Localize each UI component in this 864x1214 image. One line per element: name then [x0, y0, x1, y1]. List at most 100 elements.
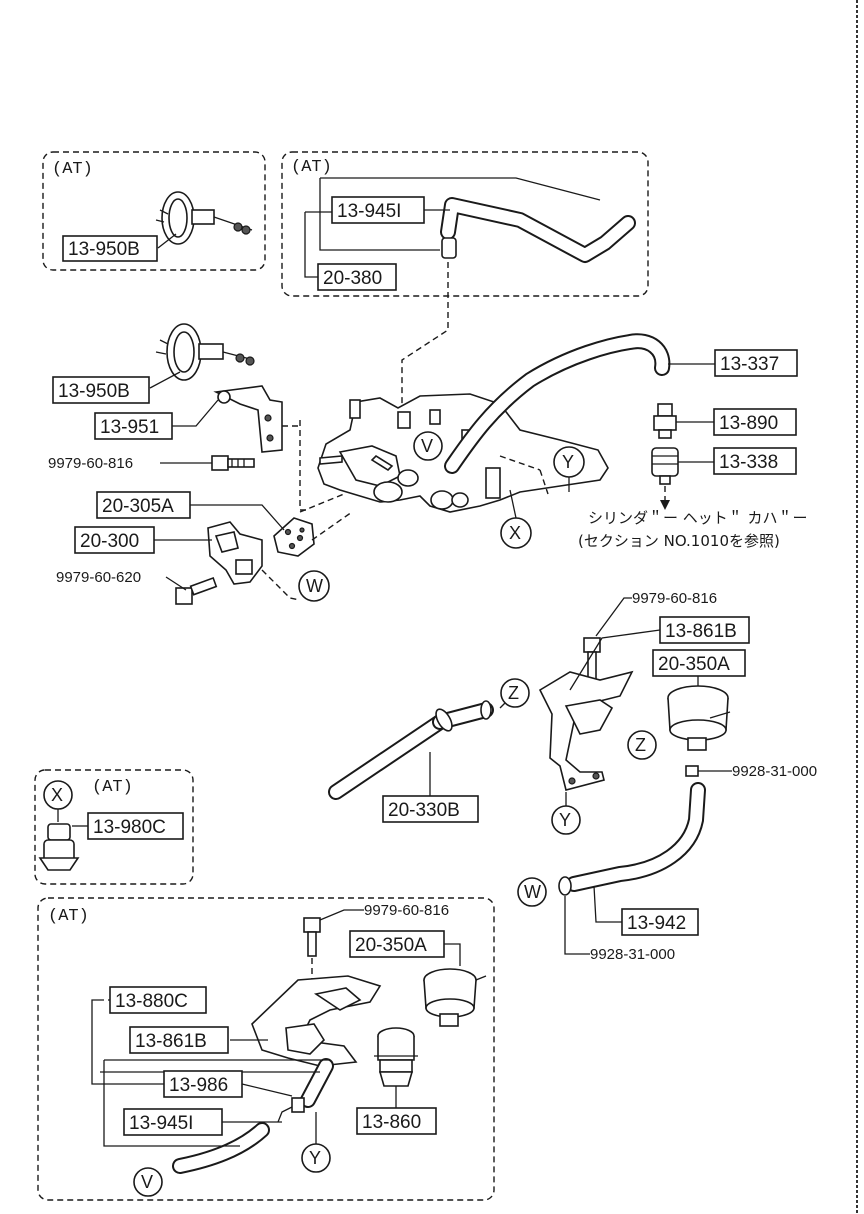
part-label: 13-950B [58, 381, 130, 402]
svg-text:W: W [306, 576, 323, 596]
marker-v: V [413, 431, 443, 461]
part-label: 13-945I [337, 201, 401, 222]
at-frame [34, 769, 194, 885]
egr-valve-icon [207, 521, 263, 585]
part-13-9451-bottom [123, 1108, 223, 1136]
part-label: 13-861B [135, 1031, 207, 1052]
bolt-label: 9979-60-620 [56, 569, 141, 586]
bolt-icon [303, 917, 321, 957]
valve-icon [651, 447, 679, 485]
svg-text:Z: Z [508, 683, 519, 703]
bracket-icon [213, 385, 283, 453]
vacuum-valve-icon [374, 1027, 418, 1087]
part-label: 13-980C [93, 817, 166, 838]
marker-w: W [517, 877, 547, 907]
part-label: 13-860 [362, 1112, 421, 1133]
pipe-group: Z 20-330B [328, 678, 530, 823]
bracket-icon [538, 670, 634, 791]
part-13-950B-at [62, 235, 158, 262]
canister-icon [667, 685, 731, 751]
at-group-vacuum-actuator: (AT) 13-950B [42, 151, 266, 271]
part-20-300 [74, 526, 155, 554]
part-20-380 [317, 263, 397, 291]
bolt-label: 9928-31-000 [732, 763, 817, 780]
gasket-icon [273, 517, 315, 557]
part-label: 13-942 [627, 913, 686, 934]
bracket-icon [251, 975, 382, 1067]
at-frame [42, 151, 266, 271]
part-13-860 [356, 1107, 437, 1135]
svg-text:X: X [509, 523, 521, 543]
bolt-label: 9979-60-816 [632, 590, 717, 607]
part-13-861B-at [129, 1026, 229, 1054]
at-group-valve: (AT) X 13-980C [34, 769, 194, 885]
vacuum-actuator-icon [155, 191, 253, 245]
canister-bracket-group: 9979-60-816 13-861B 20-350A 9928-31-000 [517, 590, 817, 963]
marker-z: Z [627, 730, 657, 760]
svg-text:W: W [524, 882, 541, 902]
at-label: (AT) [52, 160, 93, 179]
main-assembly: 13-950B 13-951 9979-60-816 [48, 323, 808, 605]
part-13-861B [659, 616, 750, 644]
svg-text:Y: Y [559, 810, 571, 830]
part-label: 20-350A [658, 654, 730, 675]
bolt-label: 9979-60-816 [364, 902, 449, 919]
connector-icon [291, 1097, 305, 1113]
part-label: 13-338 [719, 452, 778, 473]
marker-x: X [43, 780, 73, 810]
vacuum-actuator-icon [155, 323, 255, 381]
part-label: 13-880C [115, 991, 188, 1012]
part-label: 13-951 [100, 417, 159, 438]
part-20-350A-at [349, 930, 445, 958]
part-13-980C [87, 812, 184, 840]
canister-icon [423, 968, 487, 1027]
marker-y: Y [551, 805, 581, 835]
arrow-down-icon [660, 500, 670, 510]
svg-text:V: V [421, 436, 433, 456]
part-label: 20-350A [355, 935, 427, 956]
marker-x: X [500, 517, 532, 549]
marker-z: Z [500, 678, 530, 708]
part-label: 13-337 [720, 354, 779, 375]
marker-w: W [298, 570, 330, 602]
at-label: (AT) [92, 778, 133, 797]
svg-text:Z: Z [635, 735, 646, 755]
bolt-icon [175, 577, 218, 605]
svg-text:X: X [51, 785, 63, 805]
at-label: (AT) [291, 158, 332, 177]
part-13-880C [109, 986, 207, 1014]
part-20-350A [652, 649, 746, 677]
part-13-986 [163, 1070, 243, 1098]
clamp-icon [558, 876, 572, 896]
reference-note: (セクション NO.1010を参照) [578, 532, 780, 550]
bolt-icon [211, 455, 255, 471]
svg-text:Y: Y [309, 1148, 321, 1168]
valve-icon [38, 823, 80, 871]
bolt-label: 9928-31-000 [590, 946, 675, 963]
part-label: 20-380 [323, 268, 382, 289]
part-label: 13-986 [169, 1075, 228, 1096]
at-group-hose: (AT) 13-945I 20-380 [281, 151, 649, 297]
bolt-label: 9979-60-816 [48, 455, 133, 472]
at-frame [281, 151, 649, 297]
part-label: 13-890 [719, 413, 778, 434]
at-frame [37, 897, 495, 1201]
part-label: 20-305A [102, 496, 174, 517]
part-13-890 [713, 408, 797, 436]
part-20-305A [96, 491, 191, 519]
svg-text:Y: Y [562, 452, 574, 472]
part-label: 13-945I [129, 1113, 193, 1134]
connection-line [401, 262, 449, 420]
part-13-942 [621, 908, 699, 936]
at-label: (AT) [48, 907, 89, 926]
reference-note: シリンダ＂ー ヘット＂ カハ＂ー [588, 509, 808, 527]
part-13-951 [94, 412, 173, 440]
part-20-330B [382, 795, 479, 823]
part-13-9451-at [331, 196, 425, 224]
part-13-337 [714, 349, 798, 377]
marker-y: Y [301, 1143, 331, 1173]
part-13-338 [713, 447, 797, 475]
part-label: 20-330B [388, 800, 460, 821]
part-label: 13-950B [68, 239, 140, 260]
